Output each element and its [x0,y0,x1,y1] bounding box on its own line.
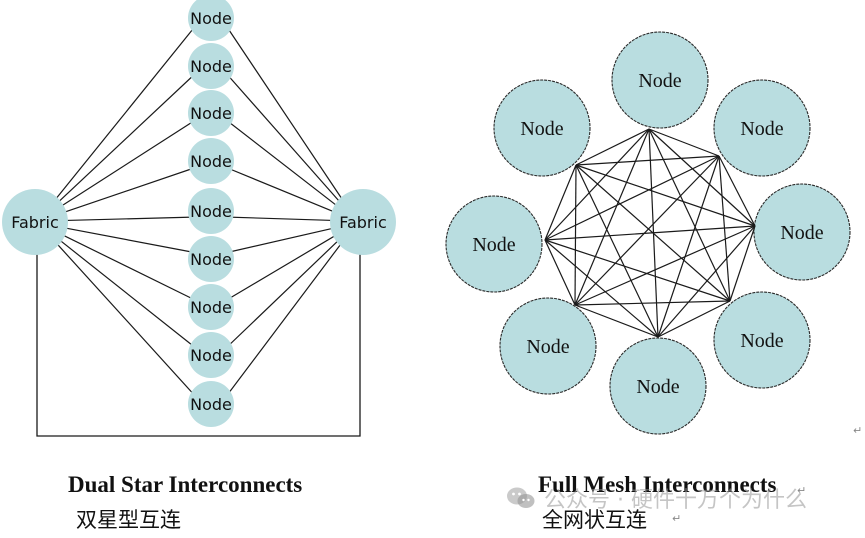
dual-star-title: Dual Star Interconnects [68,472,303,497]
mesh-link [657,225,756,338]
dual-star-node[interactable]: Node [188,284,234,330]
full-mesh-links [544,128,756,338]
link-fabric-left-node [56,216,198,222]
paragraph-mark: ↵ [672,512,682,525]
link-fabric-left-node [56,231,198,302]
mesh-link [544,155,720,241]
mesh-link [648,128,731,302]
link-fabric-right-node [224,216,342,222]
node-label: Node [190,250,232,269]
link-fabric-right-node [224,225,342,254]
link-fabric-left-node [56,118,198,210]
mesh-link [648,128,756,227]
dual-star-node[interactable]: Node [188,236,234,282]
link-fabric-right-node [224,243,342,399]
full-mesh-title: Full Mesh Interconnects [538,472,777,497]
mesh-node[interactable]: Node [445,195,543,293]
paragraph-mark: ↵ [853,424,863,437]
dual-star-node[interactable]: Node [188,332,234,378]
node-label: Node [190,346,232,365]
mesh-link [729,225,756,302]
watermark: 公众号 · 硬件十万个为什么 [506,482,807,514]
mesh-link [544,164,577,241]
link-fabric-right-node [224,237,342,350]
link-fabric-right-node [224,118,342,210]
link-fabric-right-node [224,231,342,302]
link-fabric-right-node [224,71,342,204]
mesh-link [575,164,731,302]
dual-star-node[interactable]: Node [188,43,234,89]
link-fabric-left-node [56,243,198,399]
fabric-left-label: Fabric [11,213,59,232]
mesh-link [718,155,756,227]
mesh-link [574,300,731,306]
mesh-link [648,128,720,157]
link-fabric-left-node [56,166,198,216]
node-label: Node [740,118,783,140]
mesh-node[interactable]: Node [753,183,851,281]
link-fabric-right-node [224,166,342,216]
node-label: Node [190,152,232,171]
mesh-link [574,225,756,306]
mesh-link [544,128,650,241]
node-label: Node [190,202,232,221]
node-label: Node [526,336,569,358]
fabric-link-box [36,252,361,437]
watermark-text: 公众号 · 硬件十万个为什么 [544,488,807,513]
paragraph-mark: ↵ [797,484,807,497]
node-label: Node [520,118,563,140]
mesh-link [574,164,577,306]
node-label: Node [780,222,823,244]
node-label: Node [190,9,232,28]
link-fabric-left-node [56,237,198,350]
mesh-link [657,155,720,338]
mesh-link [544,239,576,306]
dual-star-links [56,23,342,399]
mesh-node[interactable]: Node [713,291,811,389]
dual-star-subtitle: 双星型互连 [76,508,181,532]
fabric-right-label: Fabric [339,213,387,232]
dual-star-node[interactable]: Node [188,381,234,427]
mesh-node[interactable]: Node [713,79,811,177]
mesh-node[interactable]: Node [493,79,591,177]
link-fabric-left-node [56,71,198,204]
mesh-link [575,164,756,227]
fabric-left[interactable]: Fabric [2,189,68,255]
mesh-link [574,155,720,306]
dual-star-node[interactable]: Node [188,138,234,184]
link-fabric-left-node [56,225,198,254]
link-fabric-left-node [56,23,198,198]
mesh-link [574,304,659,338]
node-label: Node [740,330,783,352]
node-label: Node [190,298,232,317]
node-label: Node [190,104,232,123]
mesh-node[interactable]: Node [499,297,597,395]
fabric-right[interactable]: Fabric [330,189,396,255]
node-label: Node [636,376,679,398]
dual-star-node[interactable]: Node [188,188,234,234]
dual-star-node[interactable]: Node [188,0,234,41]
mesh-link [544,225,756,241]
mesh-node[interactable]: Node [609,337,707,435]
node-label: Node [472,234,515,256]
dual-star-node[interactable]: Node [188,90,234,136]
wechat-icon [506,486,536,510]
mesh-link [544,239,659,338]
mesh-link [574,128,650,306]
mesh-link [657,300,731,338]
link-fabric-right-node [224,23,342,198]
node-label: Node [638,70,681,92]
mesh-link [575,128,650,166]
mesh-link [575,164,659,338]
full-mesh-subtitle: 全网状互连 [542,508,647,532]
node-label: Node [190,395,232,414]
mesh-link [575,155,720,166]
mesh-node[interactable]: Node [611,31,709,129]
node-label: Node [190,57,232,76]
